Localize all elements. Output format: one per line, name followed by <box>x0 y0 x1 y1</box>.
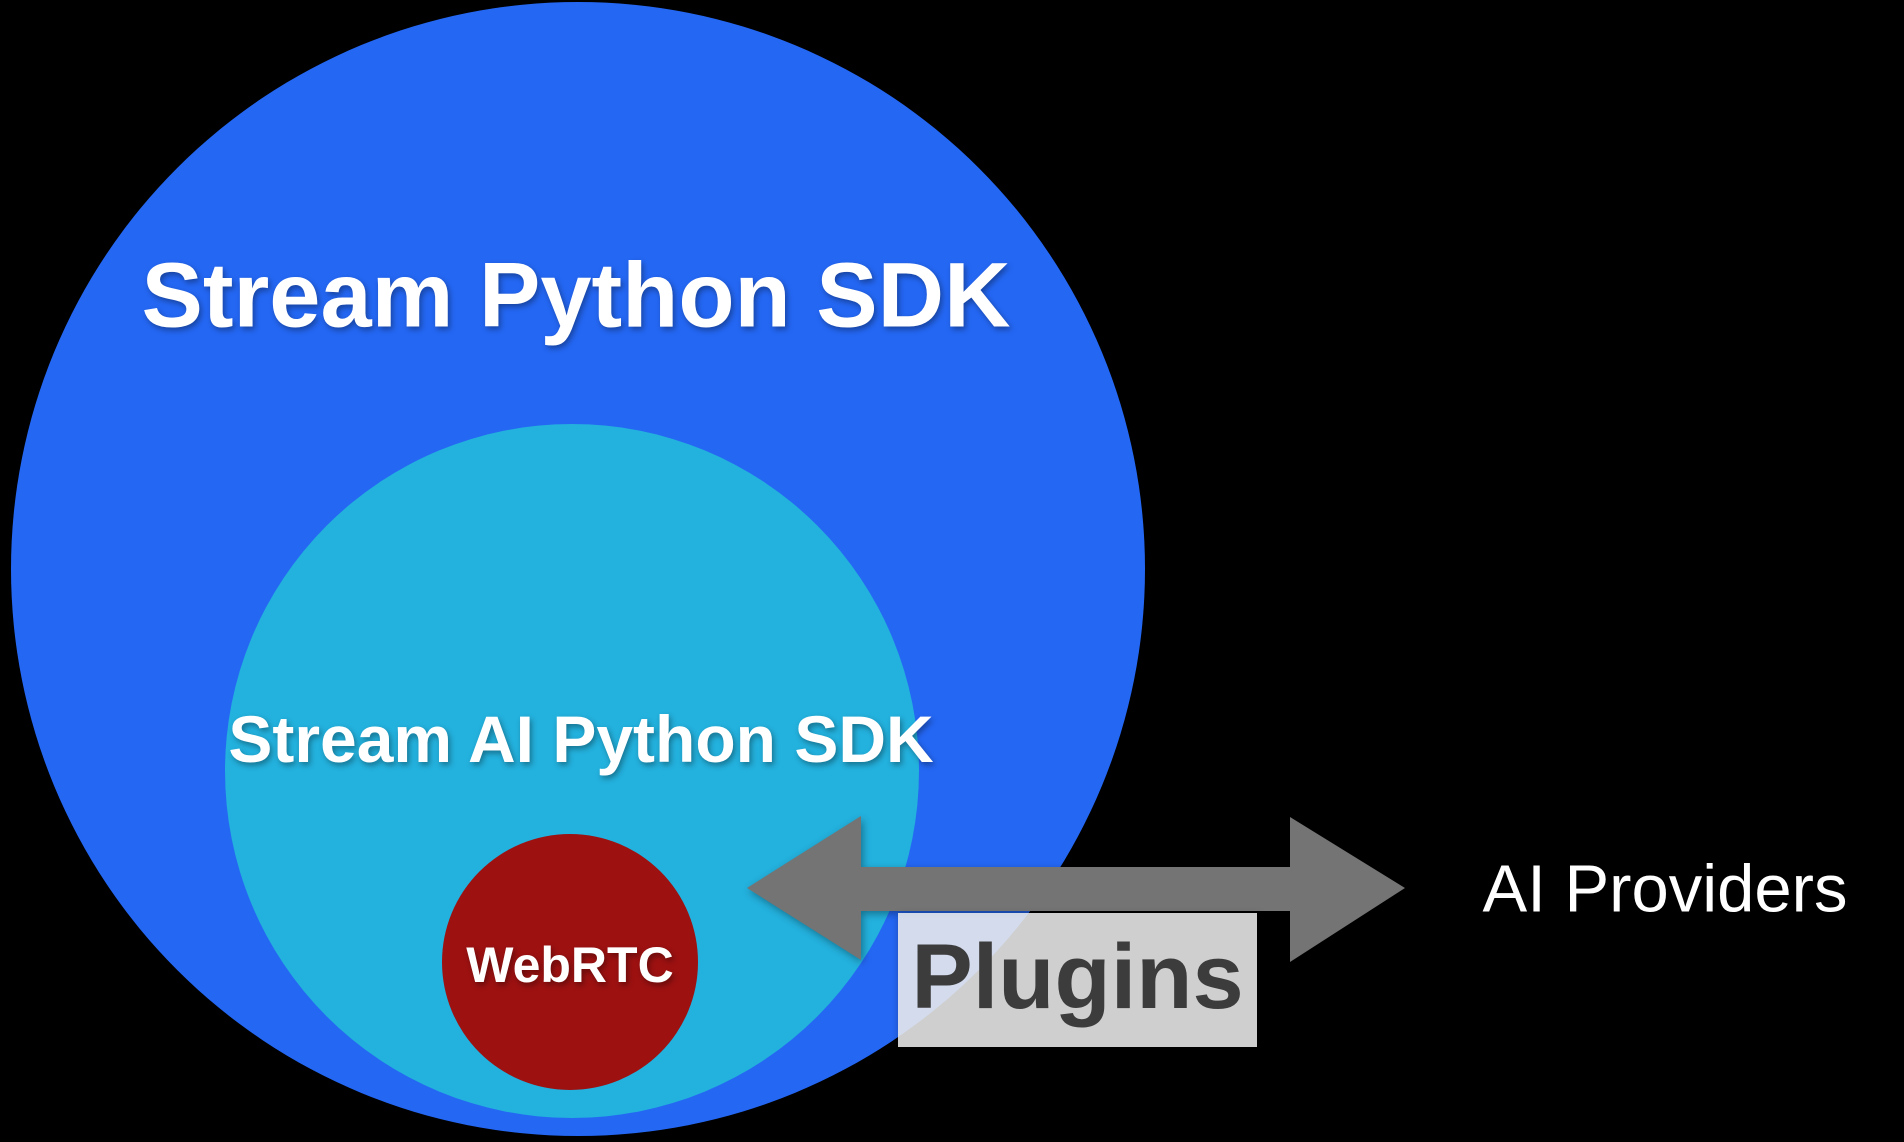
plugins-label: Plugins <box>911 926 1244 1028</box>
double-arrow-icon <box>747 816 1405 962</box>
plugins-label-box: Plugins <box>898 913 1257 1047</box>
ai-providers-label: AI Providers <box>1482 851 1848 927</box>
inner-circle-label: WebRTC <box>466 937 674 993</box>
middle-circle-label: Stream AI Python SDK <box>228 702 934 776</box>
double-arrow-shape <box>747 816 1405 962</box>
outer-circle-label: Stream Python SDK <box>141 244 1011 347</box>
inner-circle-webrtc <box>442 834 698 1090</box>
